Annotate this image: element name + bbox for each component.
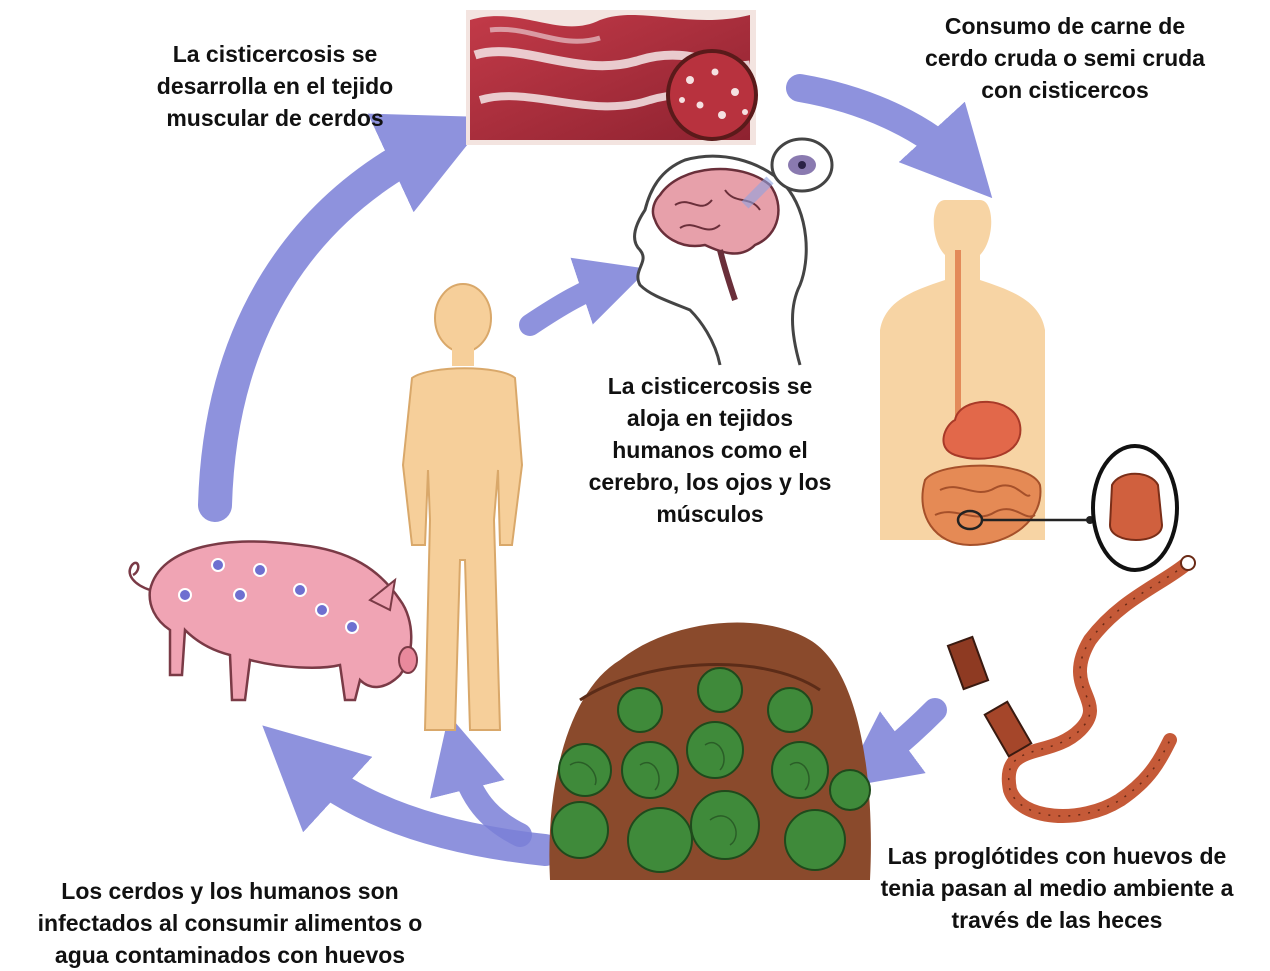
caption-line: cerebro, los ojos y los xyxy=(555,466,865,498)
caption-human-tissue: La cisticercosis se aloja en tejidos hum… xyxy=(555,370,865,530)
meat-cyst-magnifier xyxy=(668,51,756,139)
caption-line: muscular de cerdos xyxy=(115,102,435,134)
arrow-human-to-brain xyxy=(530,280,615,325)
caption-line: músculos xyxy=(555,498,865,530)
caption-line: humanos como el xyxy=(555,434,865,466)
digestive-system-torso xyxy=(880,200,1094,545)
tapeworm-illustration xyxy=(948,556,1195,816)
caption-line: cerdo cruda o semi cruda xyxy=(895,42,1235,74)
caption-line: desarrolla en el tejido xyxy=(115,70,435,102)
caption-pig-muscle: La cisticercosis se desarrolla en el tej… xyxy=(115,38,435,134)
caption-pork-consumption: Consumo de carne de cerdo cruda o semi c… xyxy=(895,10,1235,106)
caption-line: infectados al consumir alimentos o xyxy=(0,907,460,939)
human-body-silhouette xyxy=(403,284,522,730)
human-head-brain-illustration xyxy=(635,139,832,365)
caption-line: La cisticercosis se xyxy=(115,38,435,70)
caption-line: través de las heces xyxy=(852,904,1262,936)
caption-line: aloja en tejidos xyxy=(555,402,865,434)
caption-line: La cisticercosis se xyxy=(555,370,865,402)
arrow-feces-to-field xyxy=(872,710,935,765)
caption-infection: Los cerdos y los humanos son infectados … xyxy=(0,875,460,971)
pig-illustration xyxy=(130,541,417,700)
tapeworm-scolex-magnifier xyxy=(1093,446,1177,570)
caption-line: Los cerdos y los humanos son xyxy=(0,875,460,907)
caption-line: tenia pasan al medio ambiente a xyxy=(852,872,1262,904)
caption-line: Consumo de carne de xyxy=(895,10,1235,42)
caption-line: Las proglótides con huevos de xyxy=(852,840,1262,872)
caption-line: agua contaminados con huevos xyxy=(0,939,460,971)
lettuce-field-illustration xyxy=(549,623,871,880)
caption-line: con cisticercos xyxy=(895,74,1235,106)
caption-proglottids: Las proglótides con huevos de tenia pasa… xyxy=(852,840,1262,936)
